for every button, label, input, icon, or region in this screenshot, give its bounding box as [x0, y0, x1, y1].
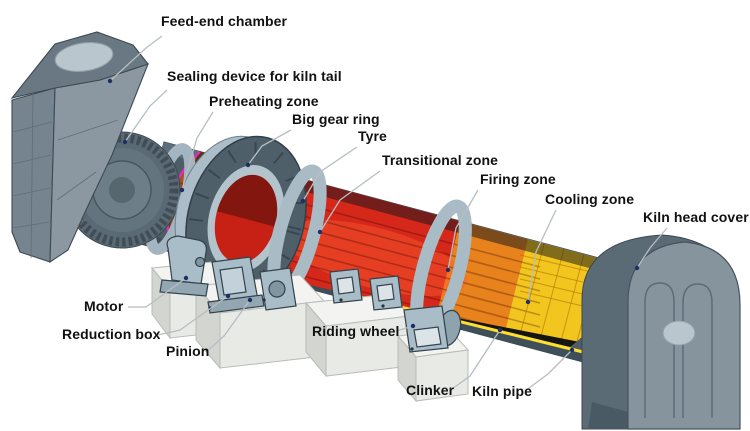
head-cover-port [662, 320, 696, 346]
label-tyre: Tyre [358, 128, 387, 144]
label-firing-zone: Firing zone [480, 171, 556, 187]
label-big-gear-ring: Big gear ring [292, 111, 380, 127]
label-kiln-pipe: Kiln pipe [472, 383, 533, 399]
label-motor: Motor [84, 298, 124, 314]
label-transitional-zone: Transitional zone [382, 152, 499, 168]
label-reduction-box: Reduction box [62, 326, 161, 342]
label-preheating-zone: Preheating zone [209, 93, 319, 109]
leader-lines [109, 35, 668, 392]
riding-wheel-brackets-1 [329, 268, 403, 311]
pinion-unit [259, 267, 297, 311]
drive-base [194, 274, 326, 370]
feed-end-chamber [10, 31, 149, 264]
label-kiln-head-cover: Kiln head cover [643, 209, 749, 225]
label-sealing-device: Sealing device for kiln tail [167, 68, 342, 84]
kiln-head-cover [581, 234, 741, 430]
label-clinker: Clinker [406, 382, 455, 398]
label-feed-end-chamber: Feed-end chamber [161, 13, 288, 29]
leader-dots [107, 78, 640, 353]
label-pinion: Pinion [166, 343, 210, 359]
label-cooling-zone: Cooling zone [545, 191, 635, 207]
motor-unit [159, 235, 209, 297]
riding-wheel-bracket-2 [403, 305, 462, 353]
label-riding-wheel: Riding wheel [312, 323, 400, 339]
drive-machinery [159, 235, 462, 353]
